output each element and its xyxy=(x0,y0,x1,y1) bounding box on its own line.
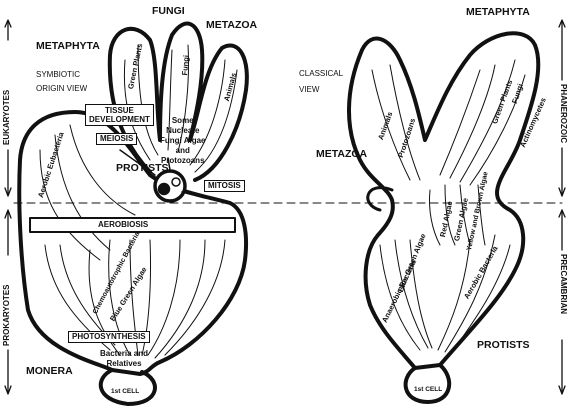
meiosis-box: MEIOSIS xyxy=(96,133,137,145)
fungi-lobe-label: Fungi xyxy=(180,55,191,76)
precambrian-timeline-label: PRECAMBRIAN xyxy=(559,254,568,314)
classical-line1: CLASSICAL xyxy=(299,66,343,82)
protists-label: PROTISTS xyxy=(116,163,169,174)
nucleate-line3: Fungi Algae xyxy=(160,136,205,146)
eukaryotes-timeline-label: EUKARYOTES xyxy=(2,90,11,145)
right-first-cell-label: 1st CELL xyxy=(414,387,442,394)
phanerozoic-timeline-label: PHANEROZOIC xyxy=(559,84,568,143)
nucleate-line1: Some xyxy=(160,116,205,126)
aerobiosis-label: AEROBIOSIS xyxy=(98,221,148,229)
classical-line2: VIEW xyxy=(299,82,343,98)
bacteria-relatives-line1: Bacteria and xyxy=(100,349,148,359)
right-timeline-axis xyxy=(559,20,565,394)
left-first-cell-label: 1st CELL xyxy=(111,389,139,396)
symbiotic-view-line2: ORIGIN VIEW xyxy=(36,82,87,96)
metaphyta-heading: METAPHYTA xyxy=(36,41,100,52)
right-protists-label: PROTISTS xyxy=(477,340,530,351)
mitosis-box: MITOSIS xyxy=(204,180,245,192)
right-metaphyta-heading: METAPHYTA xyxy=(466,7,530,18)
nucleate-line2: Nucleate xyxy=(160,126,205,136)
symbiotic-view-label: SYMBIOTIC ORIGIN VIEW xyxy=(36,68,87,96)
monera-label: MONERA xyxy=(26,366,73,377)
symbiotic-view-line1: SYMBIOTIC xyxy=(36,68,87,82)
bacteria-relatives-line2: Relatives xyxy=(100,359,148,369)
nucleate-organisms-label: Some Nucleate Fungi Algae and Protozoans xyxy=(160,116,205,166)
classical-view-label: CLASSICAL VIEW xyxy=(299,66,343,98)
right-metazoa-label: METAZOA xyxy=(316,149,367,160)
tissue-development-line2: DEVELOPMENT xyxy=(89,115,150,124)
metazoa-heading: METAZOA xyxy=(206,20,257,31)
bacteria-relatives-label: Bacteria and Relatives xyxy=(100,349,148,369)
tissue-development-box: TISSUE DEVELOPMENT xyxy=(85,104,154,126)
tissue-development-line1: TISSUE xyxy=(89,106,150,115)
photosynthesis-box: PHOTOSYNTHESIS xyxy=(68,331,150,343)
fungi-heading: FUNGI xyxy=(152,6,185,17)
nucleate-line4: and xyxy=(160,146,205,156)
prokaryotes-timeline-label: PROKARYOTES xyxy=(2,285,11,347)
